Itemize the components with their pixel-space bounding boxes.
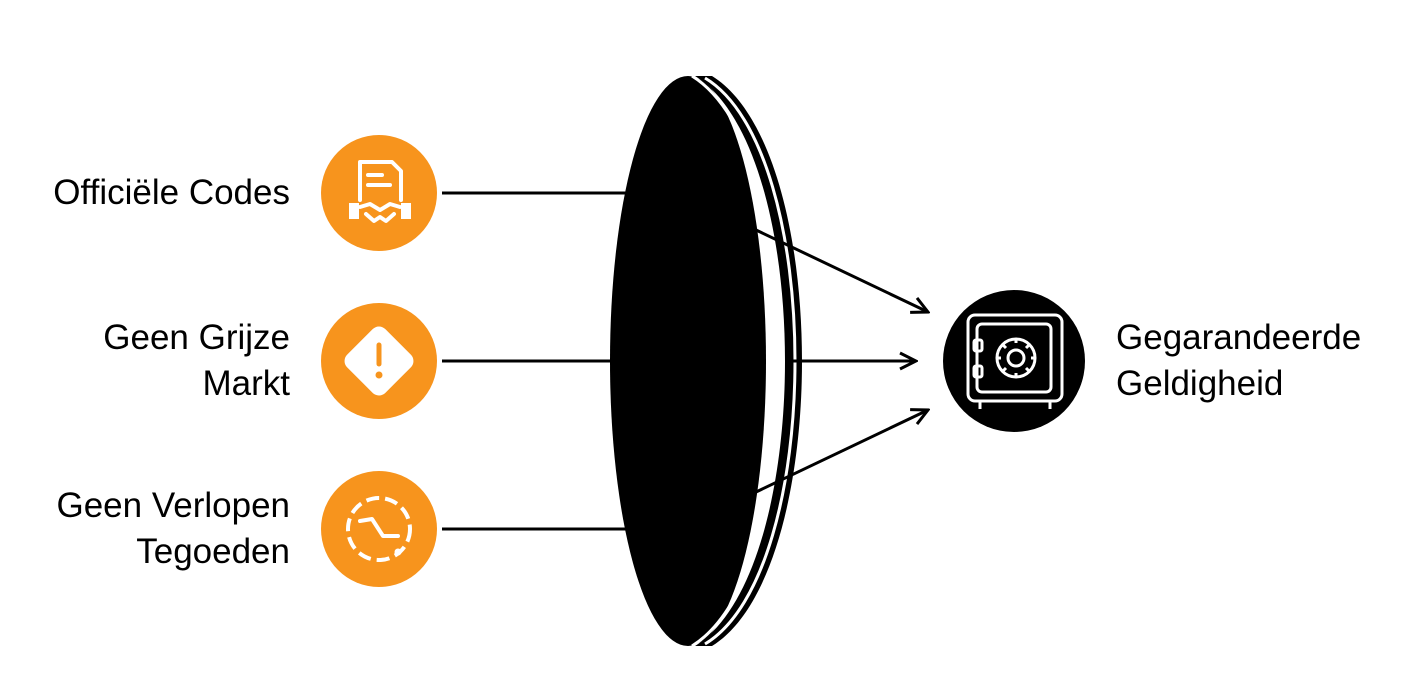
lens-icon: [610, 74, 802, 648]
warning-diamond-icon: [321, 303, 437, 419]
label-line: Geldigheid: [1116, 364, 1284, 403]
label-line: Geen Grijze: [103, 318, 290, 357]
input-label-no-grey-market: Geen Grijze Markt: [103, 315, 290, 407]
safe-vault-icon: [943, 290, 1085, 432]
contract-handshake-icon: [321, 135, 437, 251]
output-arrow-3: [734, 410, 928, 504]
label-line: Geen Verlopen: [56, 486, 290, 525]
label-line: Gegarandeerde: [1116, 318, 1362, 357]
input-label-official-codes: Officiële Codes: [53, 170, 290, 216]
expiry-clock-icon: [321, 471, 437, 587]
output-arrow-1: [734, 218, 928, 312]
label-line: Markt: [202, 364, 291, 403]
input-label-no-expired-credits: Geen Verlopen Tegoeden: [56, 483, 290, 575]
output-label-guaranteed-validity: Gegarandeerde Geldigheid: [1116, 315, 1361, 407]
label-line: Tegoeden: [136, 532, 290, 571]
label-line: Officiële Codes: [53, 173, 290, 212]
